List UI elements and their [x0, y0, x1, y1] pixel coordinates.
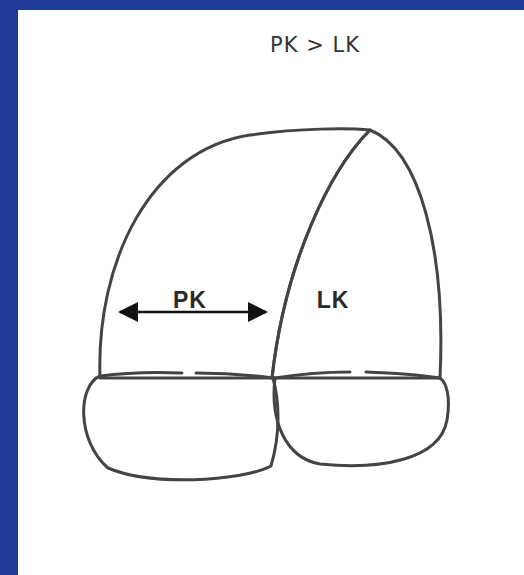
- ventricle-path: [100, 129, 370, 378]
- right-atrium-outline: [274, 378, 448, 466]
- ventricle-outline: [95, 125, 375, 385]
- ventricle-outline: [265, 125, 450, 385]
- slide-background: [18, 10, 524, 575]
- ventricle-label: LK: [317, 287, 350, 314]
- left-atrium-outline: [84, 376, 278, 480]
- ventricle-label: PK: [173, 287, 207, 314]
- ventricle-shape: PK: [95, 125, 375, 385]
- ventricle-path: [272, 130, 441, 378]
- ventricle-shape: LK: [265, 125, 450, 385]
- width-dimension-arrow: [120, 311, 266, 314]
- diagram-title: PK > LK: [270, 33, 360, 57]
